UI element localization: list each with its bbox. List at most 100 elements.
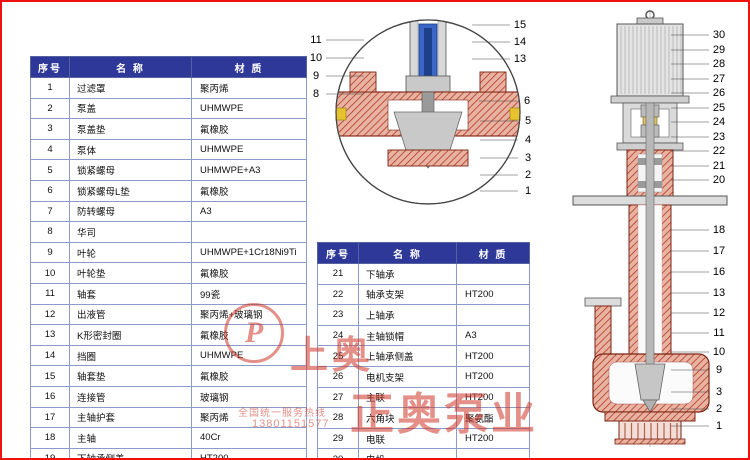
row-number: 6	[30, 179, 70, 202]
gasket-left	[336, 107, 347, 121]
part-material: HT200	[456, 345, 530, 367]
row-number: 24	[317, 324, 359, 347]
part-name: 泵盖垫	[69, 118, 192, 140]
row-number: 29	[317, 427, 359, 450]
part-name: 电机支架	[358, 365, 457, 388]
part-material: 聚丙烯	[191, 406, 307, 429]
pump-cover	[604, 411, 696, 422]
part-material: HT200	[456, 427, 530, 450]
row-number: 14	[30, 344, 70, 367]
row-number: 4	[30, 138, 70, 161]
row-number: 21	[317, 263, 359, 285]
row-number: 1	[30, 77, 70, 99]
table-header-row: 序号名 称材 质	[30, 56, 307, 78]
part-name: 下轴承	[358, 263, 457, 285]
row-number: 27	[317, 386, 359, 409]
part-material: A3	[456, 324, 530, 347]
part-material	[456, 304, 530, 326]
part-name: 泵盖	[69, 97, 192, 120]
row-number: 12	[30, 303, 70, 326]
part-name: 上轴承侧盖	[358, 345, 457, 367]
part-material: 氟橡胶	[191, 324, 307, 346]
row-number: 9	[30, 241, 70, 264]
motor-flange	[610, 95, 690, 104]
part-name: 主联	[358, 386, 457, 409]
part-material: 氟橡胶	[191, 179, 307, 202]
impeller-hub	[393, 111, 463, 151]
part-name: 过滤罩	[69, 77, 192, 99]
part-name: 泵体	[69, 138, 192, 161]
table-row: 30电机	[317, 448, 530, 460]
lock-nut	[405, 75, 451, 93]
column-header: 名 称	[69, 56, 192, 78]
row-number: 16	[30, 385, 70, 408]
part-material: UHMWPE	[191, 138, 307, 161]
part-name: 连接管	[69, 385, 192, 408]
part-material: A3	[191, 200, 307, 223]
column-header: 序号	[317, 242, 359, 264]
part-material: HT200	[456, 365, 530, 388]
part-material: UHMWPE+1Cr18Ni9Ti	[191, 241, 307, 264]
part-name: 上轴承	[358, 304, 457, 326]
strainer-slots	[624, 423, 678, 439]
table-header-row: 序号名 称材 质	[317, 242, 530, 264]
part-name: 轴承支架	[358, 283, 457, 306]
column-header: 材 质	[456, 242, 530, 264]
row-number: 22	[317, 283, 359, 306]
part-material: 氟橡胶	[191, 118, 307, 140]
part-material: 40Cr	[191, 427, 307, 449]
part-name: 六角块	[358, 407, 457, 429]
part-name: 电机	[358, 448, 457, 460]
row-number: 8	[30, 221, 70, 243]
part-name: 华司	[69, 221, 192, 243]
row-number: 13	[30, 324, 70, 346]
part-material: UHMWPE	[191, 344, 307, 367]
motor-fins	[620, 26, 682, 94]
row-number: 26	[317, 365, 359, 388]
part-material: 99瓷	[191, 282, 307, 305]
row-number: 11	[30, 282, 70, 305]
part-name: 主轴护套	[69, 406, 192, 429]
main-shaft	[645, 102, 655, 366]
row-number: 25	[317, 345, 359, 367]
part-material: UHMWPE	[191, 97, 307, 120]
part-material: HT200	[456, 386, 530, 409]
row-number: 17	[30, 406, 70, 429]
row-number: 28	[317, 407, 359, 429]
part-material: HT200	[191, 447, 307, 460]
part-material	[456, 448, 530, 460]
lower-cover-hatched	[387, 149, 469, 167]
part-name: 锁紧螺母L垫	[69, 179, 192, 202]
part-material: UHMWPE+A3	[191, 159, 307, 181]
impeller	[634, 363, 666, 401]
part-material: 聚氨酯	[456, 407, 530, 429]
column-header: 名 称	[358, 242, 457, 264]
part-name: K形密封圈	[69, 324, 192, 346]
row-number: 15	[30, 365, 70, 387]
part-material: 聚丙烯+玻璃钢	[191, 303, 307, 326]
part-name: 防转螺母	[69, 200, 192, 223]
row-number: 10	[30, 262, 70, 284]
part-material: HT200	[456, 283, 530, 306]
part-material	[456, 263, 530, 285]
